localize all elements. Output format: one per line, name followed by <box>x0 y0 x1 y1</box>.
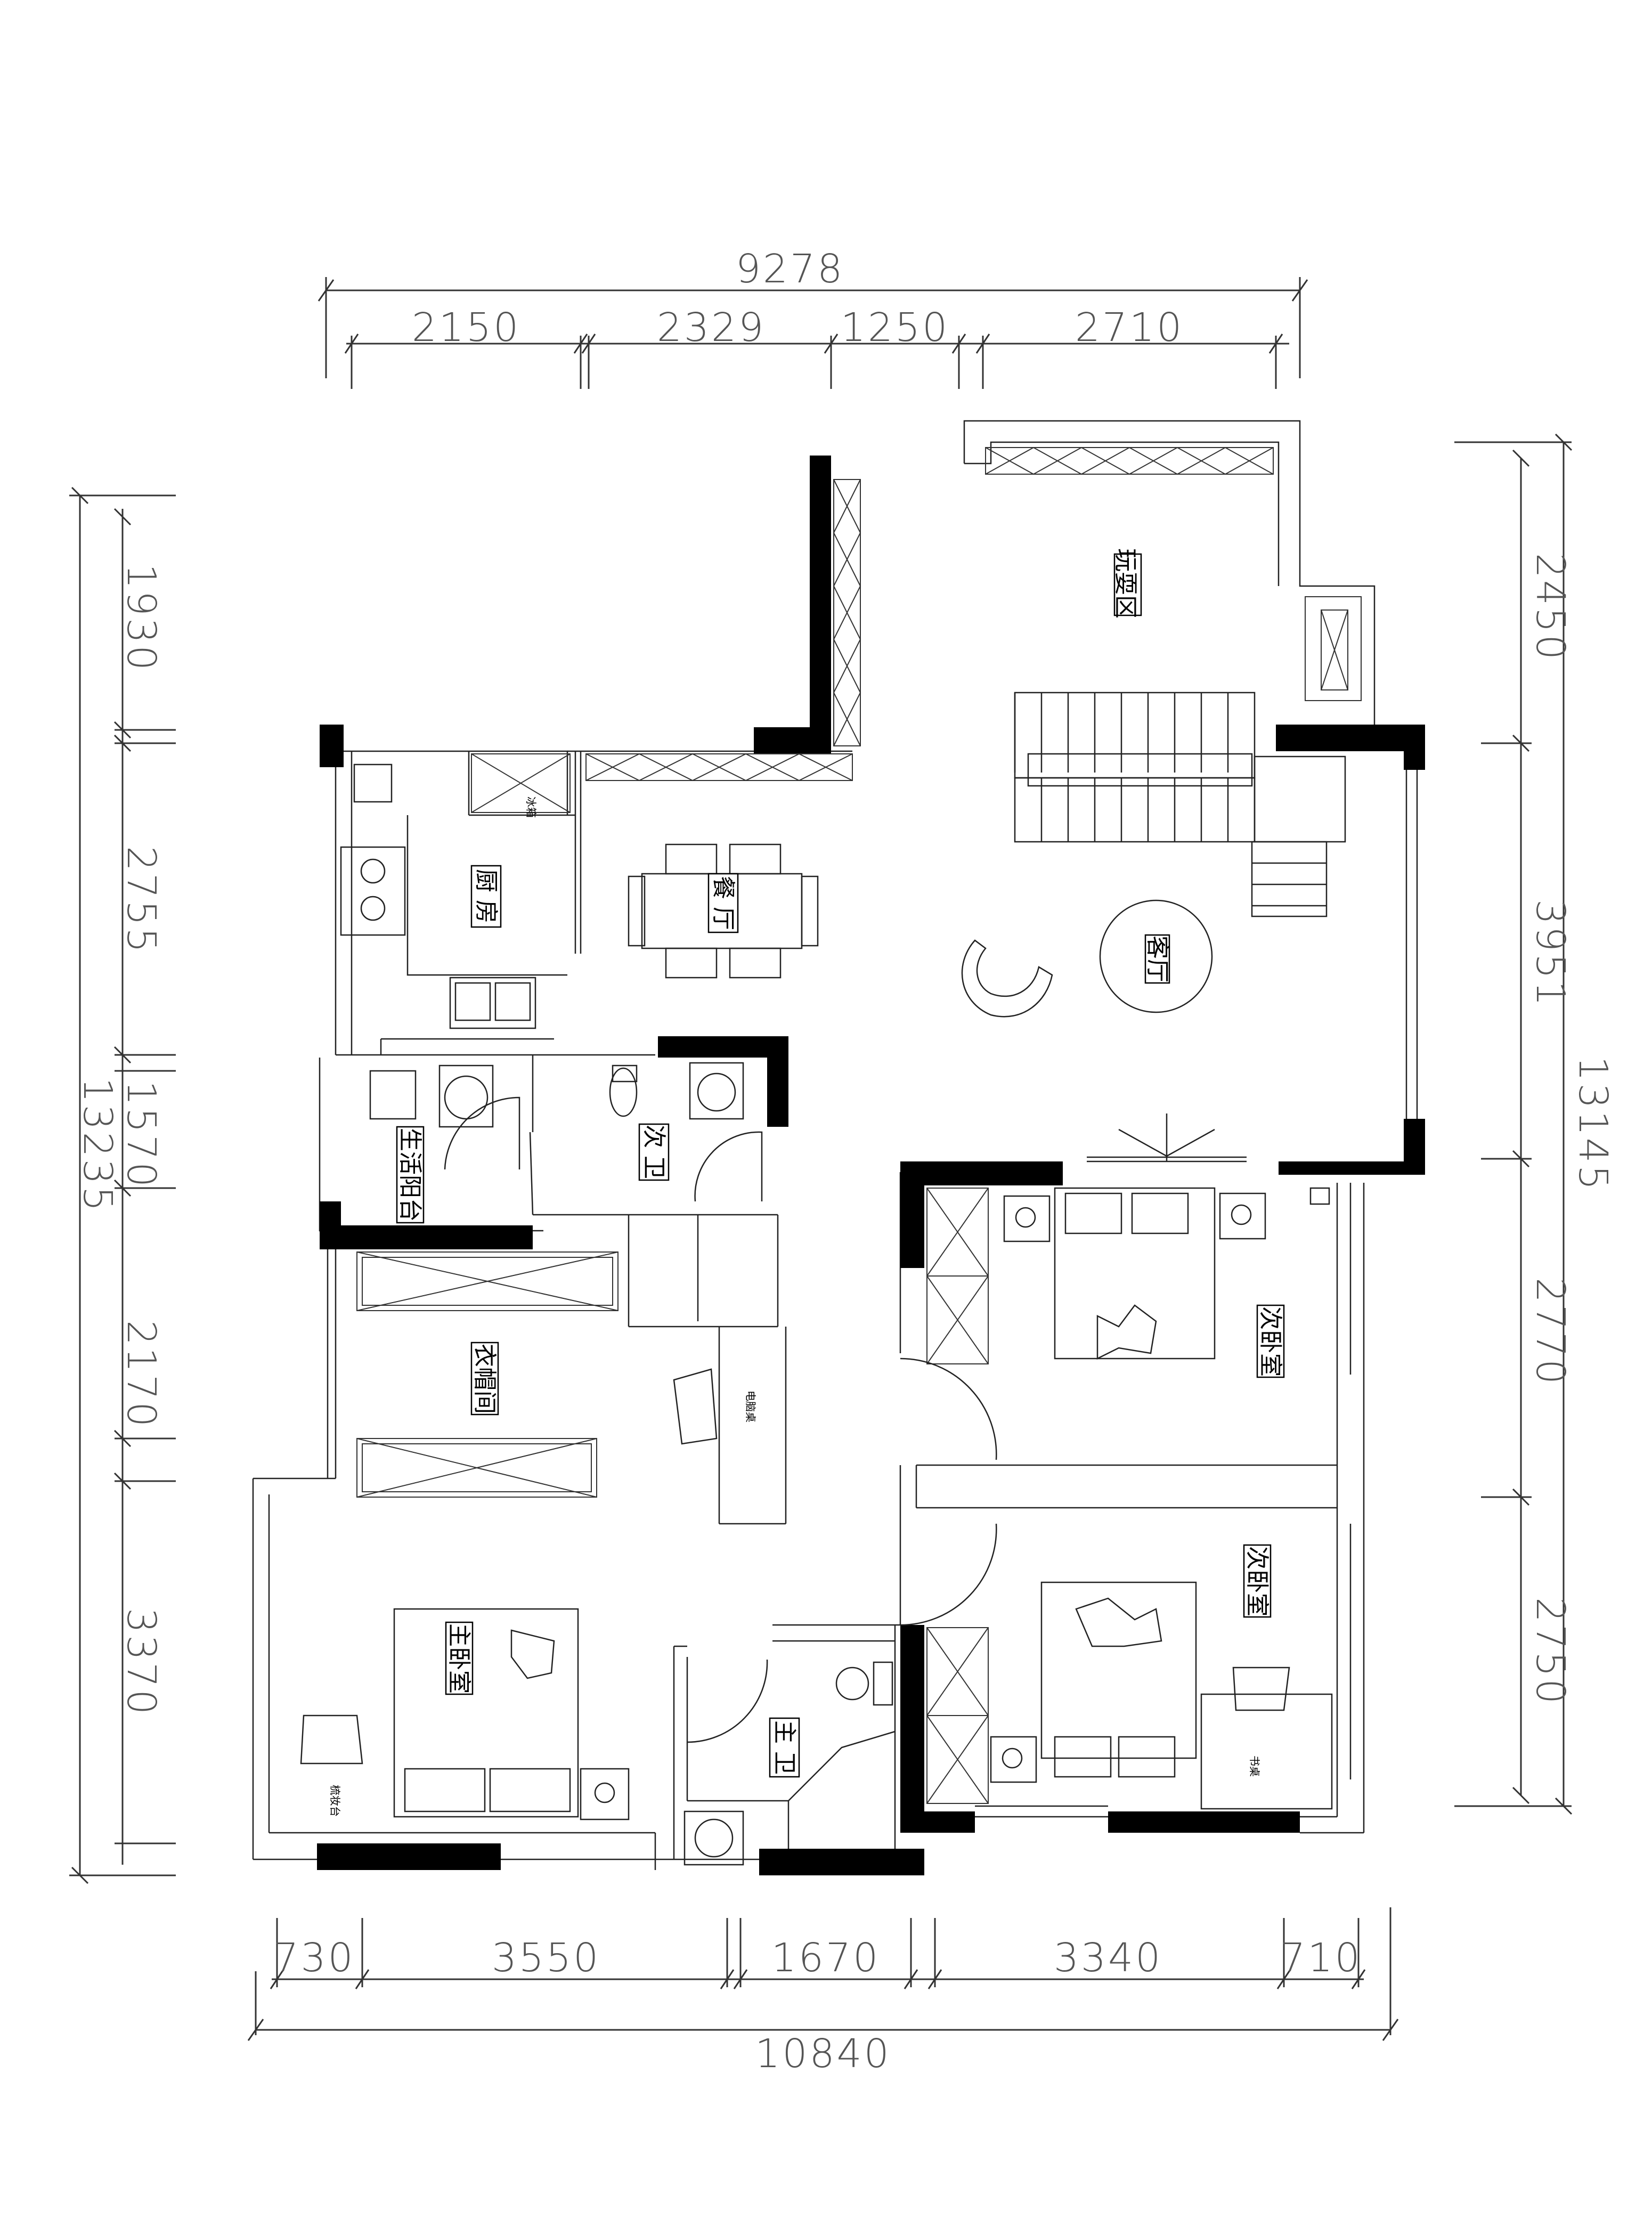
tv-area <box>1118 1113 1215 1161</box>
structural-walls <box>317 456 1425 1875</box>
label-master-bedroom: 主卧室 <box>445 1623 473 1694</box>
dining-table <box>628 843 819 979</box>
right-dimension-1: 2450 <box>1527 553 1573 662</box>
label-secondary-bedroom-2: 次卧室 <box>1243 1546 1271 1616</box>
furniture-labels: 电脑桌 梳妆台 书桌 冰箱 <box>329 796 1261 1817</box>
sofa <box>1014 692 1346 917</box>
computer-desk-set <box>673 1368 718 1445</box>
label-utility-balcony: 生活阳台 <box>396 1128 424 1222</box>
right-dimension-4: 2750 <box>1527 1597 1573 1706</box>
label-secondary-bedroom-1: 次卧室 <box>1257 1306 1284 1377</box>
basin-master-bath <box>683 1810 744 1866</box>
bottom-total-dimension: 10840 <box>755 2031 891 2077</box>
bottom-dimension-4: 3340 <box>1054 1935 1162 1981</box>
basin-second-bath <box>689 1062 744 1120</box>
room-labels: 玩耍区 厨 房 餐 厅 客厅 生活阳台 次 卫 衣帽间 次卧室 次卧室 主卧室 … <box>396 548 1285 1778</box>
kitchen-sink <box>449 977 536 1029</box>
left-dimensions <box>69 486 176 1884</box>
bed-secondary-2 <box>990 1581 1333 1810</box>
label-master-bath: 主 卫 <box>771 1720 798 1775</box>
label-dressing-table: 梳妆台 <box>329 1785 341 1817</box>
toilet-master-bath <box>835 1661 893 1706</box>
label-second-bath: 次 卫 <box>640 1125 668 1179</box>
bottom-dimension-5: 710 <box>1280 1935 1362 1981</box>
label-dining: 餐 厅 <box>710 876 737 930</box>
bed-master <box>300 1608 630 1820</box>
left-dimension-4: 2170 <box>118 1320 164 1429</box>
label-cloakroom: 衣帽间 <box>471 1344 498 1414</box>
armchair <box>961 939 1053 1018</box>
bottom-dimensions <box>247 1907 1399 2041</box>
washing-machine <box>369 1064 494 1128</box>
wall-outlines <box>252 420 1418 1875</box>
left-dimension-2: 2755 <box>118 846 164 955</box>
top-total-dimension: 9278 <box>736 246 844 292</box>
left-dimension-5: 3370 <box>118 1608 164 1717</box>
label-fridge: 冰箱 <box>525 796 538 818</box>
label-play-area: 玩耍区 <box>1112 548 1139 619</box>
top-dimension-4: 2710 <box>1075 305 1184 351</box>
right-dimensions <box>1454 433 1573 1815</box>
top-dimensions <box>318 277 1308 389</box>
left-total-dimension: 13235 <box>75 1077 120 1213</box>
bottom-dimension-2: 3550 <box>492 1935 600 1981</box>
top-dimension-3: 1250 <box>841 305 949 351</box>
left-dimension-3: 1570 <box>118 1080 164 1189</box>
bottom-dimension-3: 1670 <box>771 1935 880 1981</box>
label-living: 客厅 <box>1144 936 1171 982</box>
stove <box>340 763 406 936</box>
bed-secondary-1 <box>1003 1187 1266 1360</box>
bottom-dimension-1: 730 <box>273 1935 355 1981</box>
door-swings <box>444 1096 997 1743</box>
label-computer-desk: 电脑桌 <box>744 1391 757 1423</box>
hatched-elements <box>356 446 1362 1804</box>
label-study-desk: 书桌 <box>1248 1755 1261 1777</box>
toilet-second-bath <box>609 1064 638 1117</box>
right-dimension-2: 3951 <box>1527 899 1573 1008</box>
left-dimension-1: 1930 <box>118 564 164 672</box>
top-dimension-1: 2150 <box>412 305 520 351</box>
right-dimension-3: 2770 <box>1527 1278 1573 1386</box>
label-kitchen: 厨 房 <box>473 869 500 923</box>
right-total-dimension: 13145 <box>1570 1056 1616 1192</box>
top-dimension-2: 2329 <box>657 305 766 351</box>
coffee-table <box>1099 899 1213 1013</box>
